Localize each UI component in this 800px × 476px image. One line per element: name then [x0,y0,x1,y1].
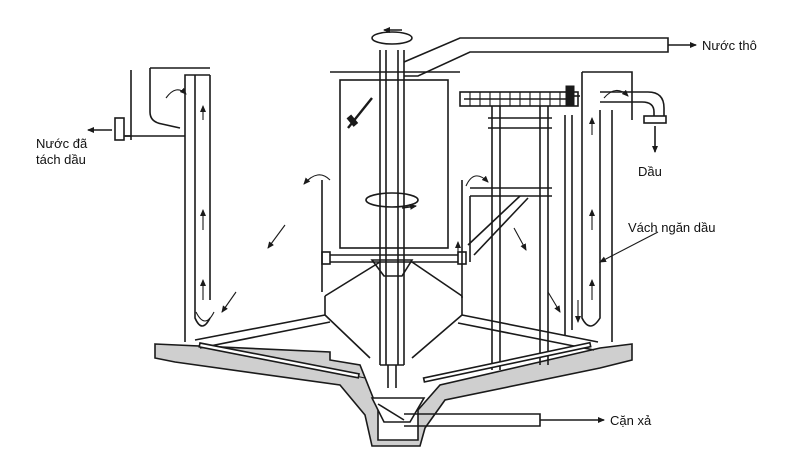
flow-arrows [165,87,629,323]
left-outlet-chamber [114,67,211,342]
label-raw-water: Nước thô [702,38,757,53]
label-treated-water-line1: Nước đã [36,136,88,151]
label-oil-baffle: Vách ngăn dầu [628,220,716,235]
right-structure [459,71,667,370]
label-treated-water-line2: tách dầu [36,152,86,167]
central-cylinder [321,71,467,359]
label-oil: Dầu [638,164,662,179]
tank-floor [154,343,633,447]
label-pointers [87,42,697,423]
label-sludge-drain: Cặn xả [610,413,652,428]
scraper-arms [194,314,599,383]
